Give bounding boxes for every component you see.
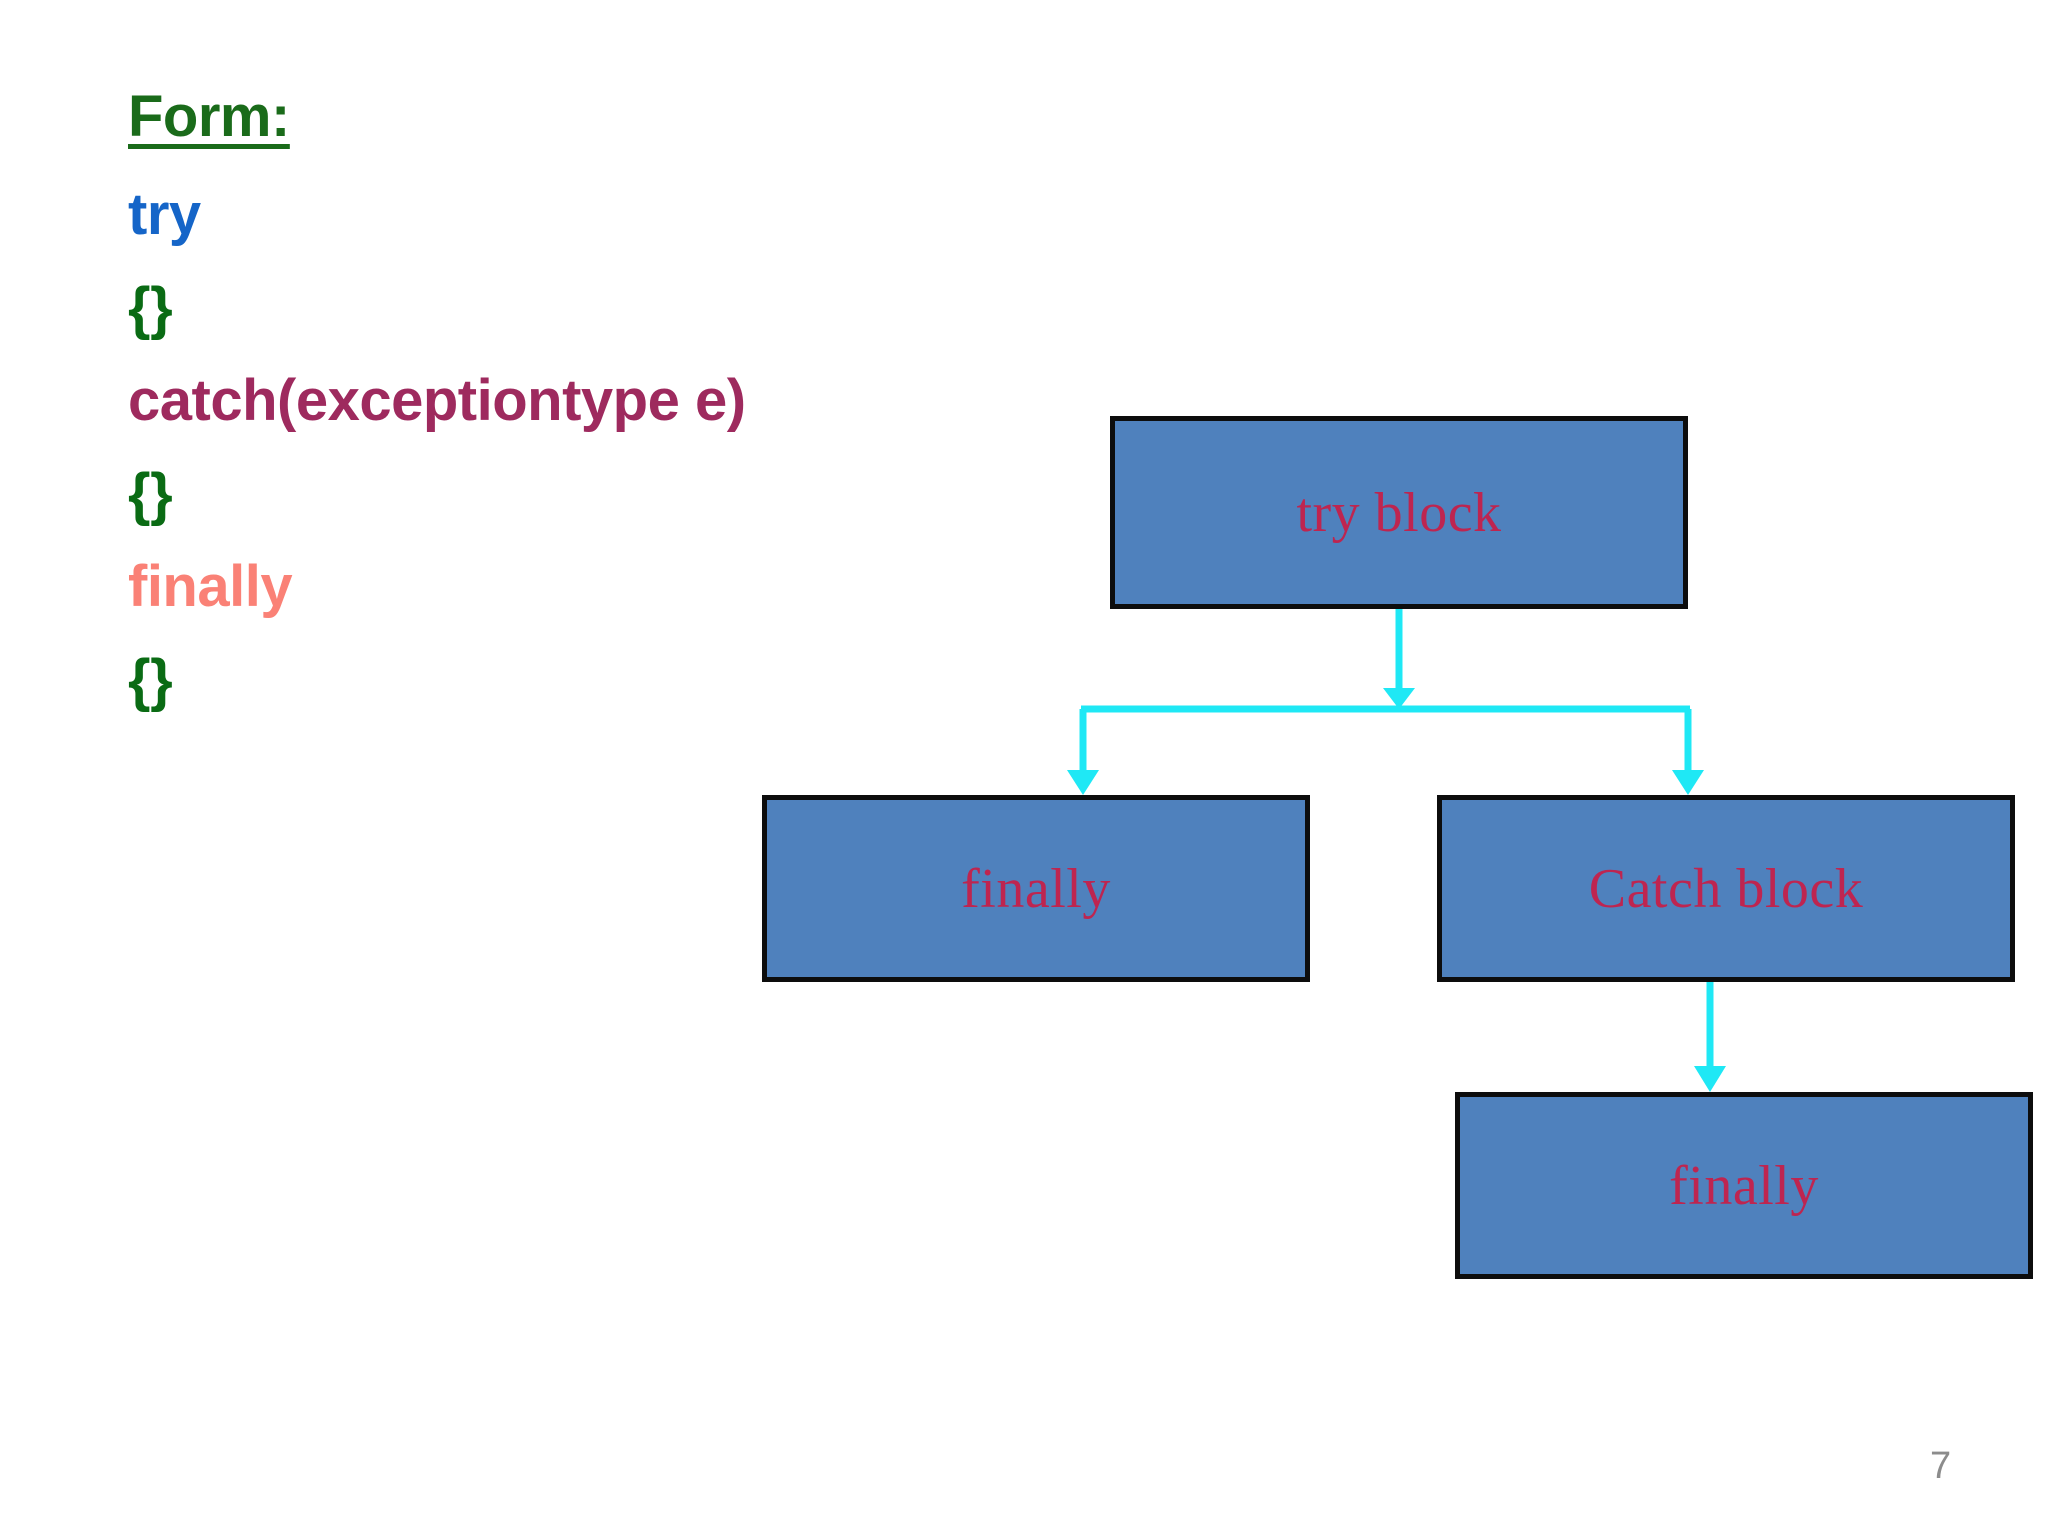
form-heading: Form: bbox=[128, 84, 290, 149]
code-line-catch: catch(exceptiontype e) bbox=[128, 368, 746, 433]
arrowhead-split-to-catch bbox=[1672, 770, 1704, 795]
arrowhead-try-to-split bbox=[1383, 688, 1415, 709]
code-line-catch-braces: {} bbox=[128, 462, 173, 527]
code-line-finally: finally bbox=[128, 554, 293, 619]
node-catch-block-label: Catch block bbox=[1588, 857, 1864, 920]
node-finally-after-catch-label: finally bbox=[1669, 1154, 1819, 1217]
node-finally-after-catch[interactable]: finally bbox=[1455, 1092, 2033, 1279]
arrowhead-catch-to-finally-2 bbox=[1694, 1066, 1726, 1092]
node-finally-after-try-label: finally bbox=[961, 857, 1111, 920]
form-code-block: Form: try {} catch(exceptiontype e) {} f… bbox=[128, 88, 948, 744]
arrowhead-split-to-finally-1 bbox=[1067, 770, 1099, 795]
page-number: 7 bbox=[1930, 1445, 1952, 1487]
node-catch-block[interactable]: Catch block bbox=[1437, 795, 2015, 982]
code-line-finally-braces: {} bbox=[128, 648, 173, 713]
code-line-try-braces: {} bbox=[128, 276, 173, 341]
code-line-try: try bbox=[128, 182, 201, 247]
node-try-block-label: try block bbox=[1296, 481, 1502, 544]
node-try-block[interactable]: try block bbox=[1110, 416, 1688, 609]
node-finally-after-try[interactable]: finally bbox=[762, 795, 1310, 982]
